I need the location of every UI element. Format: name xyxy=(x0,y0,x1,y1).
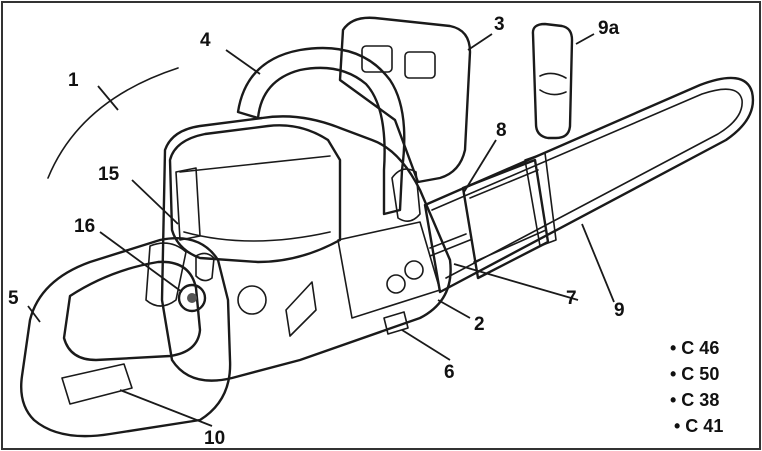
guide-bar xyxy=(423,76,755,294)
callout-9: 9 xyxy=(614,300,625,321)
saw-chain xyxy=(429,233,471,257)
model-item: • C 41 xyxy=(674,416,723,436)
brake-swing-arc xyxy=(47,67,179,179)
callout-5: 5 xyxy=(8,288,19,309)
chain-brake-lever xyxy=(391,168,421,222)
callout-7: 7 xyxy=(566,288,577,309)
callout-labels: 1 2 3 4 5 6 7 8 9 9a 10 15 16 xyxy=(8,14,625,449)
file-accessory xyxy=(531,22,574,140)
model-item: • C 38 xyxy=(670,390,719,410)
model-item: • C 46 xyxy=(670,338,719,358)
callout-6: 6 xyxy=(444,362,455,383)
rating-label-plate xyxy=(61,363,133,405)
callout-15: 15 xyxy=(98,164,120,185)
model-item: • C 50 xyxy=(670,364,719,384)
engine-housing xyxy=(160,115,452,382)
callout-9a: 9a xyxy=(598,18,620,39)
model-list: • C 46 • C 50 • C 38 • C 41 xyxy=(670,338,723,436)
callout-3: 3 xyxy=(494,14,505,35)
callout-16: 16 xyxy=(74,216,95,237)
bucking-claw xyxy=(383,311,409,335)
leader-lines xyxy=(27,33,615,427)
hand-guard xyxy=(338,16,472,184)
choke-knob xyxy=(177,283,207,313)
callout-8: 8 xyxy=(496,120,507,141)
stop-switch xyxy=(195,252,215,282)
callout-1: 1 xyxy=(68,70,79,91)
chain-guard xyxy=(461,152,557,280)
callout-4: 4 xyxy=(200,30,211,51)
callout-10: 10 xyxy=(204,428,225,449)
throttle-trigger xyxy=(145,242,187,307)
callout-2: 2 xyxy=(474,314,485,335)
